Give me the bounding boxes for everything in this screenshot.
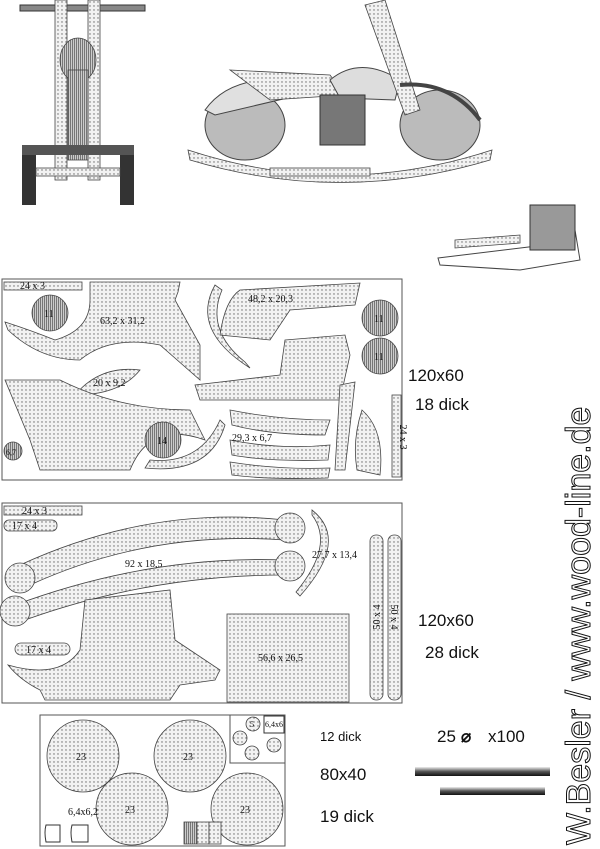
part-label: 63,2 x 31,2 [100, 316, 145, 327]
part-label: 17 x 4 [12, 521, 37, 532]
sheet-thickness-top-label: 12 dick [320, 729, 362, 744]
rod-long [415, 767, 550, 776]
part-label: 23 [125, 805, 135, 816]
sheet-size-label: 120x60 [418, 611, 474, 630]
part-label: 6,4x6,2 [68, 807, 98, 818]
part-label: 50 x 4 [372, 605, 383, 630]
part-label: 48,2 x 20,3 [248, 294, 293, 305]
part-label: 27,7 x 13,4 [312, 550, 357, 561]
part-label: 29,3 x 6,7 [232, 433, 272, 444]
rod-short [440, 787, 545, 795]
sheet-size-label: 80x40 [320, 765, 366, 784]
part-label: 50 x 4 [388, 605, 399, 630]
part-label: 23 [240, 805, 250, 816]
rod-spec: 25 ⌀ x100 [415, 727, 550, 795]
sheet-2: 24 x 3 17 x 4 92 x 18,5 27,7 x 13,4 50 x… [0, 502, 479, 704]
part-label: 11 [374, 314, 384, 325]
engine-detail-drawing [437, 204, 581, 271]
part-label: 56,6 x 26,5 [258, 653, 303, 664]
part-label: 20 x 9,2 [93, 378, 126, 389]
part-label: 6,7 [6, 448, 16, 457]
part-label: 11 [44, 309, 54, 320]
part-label: 5 [250, 720, 254, 729]
part-label: 24 x 3 [20, 281, 45, 292]
sheet-thickness-label: 19 dick [320, 807, 374, 826]
author-signature: W.Besler / www.wood-line.de [560, 407, 598, 845]
sheet-thickness-label: 28 dick [425, 643, 479, 662]
rod-length: x100 [488, 727, 525, 746]
rod-diameter: 25 [437, 727, 456, 746]
sheet-size-label: 120x60 [408, 366, 464, 385]
part-label: 92 x 18,5 [125, 559, 163, 570]
sheet-1: 24 x 3 11 63,2 x 31,2 48,2 x 20,3 11 11 … [1, 278, 469, 481]
part-label: 6,4x6 [265, 720, 283, 729]
side-view-drawing [187, 0, 493, 183]
part-label: 24 x 3 [397, 425, 408, 450]
part-label: 11 [374, 352, 384, 363]
sheet-3: 23 23 23 23 5 6,4x6 6,4x6,2 12 dick 80x4… [39, 714, 374, 847]
sheet-thickness-label: 18 dick [415, 395, 469, 414]
part-label: 23 [183, 752, 193, 763]
part-label: 24 x 3 [22, 506, 47, 517]
part-label: 14 [157, 436, 167, 447]
diameter-symbol-icon: ⌀ [461, 727, 472, 746]
part-label: 23 [76, 752, 86, 763]
front-view-drawing [19, 0, 146, 205]
part-label: 17 x 4 [26, 645, 51, 656]
